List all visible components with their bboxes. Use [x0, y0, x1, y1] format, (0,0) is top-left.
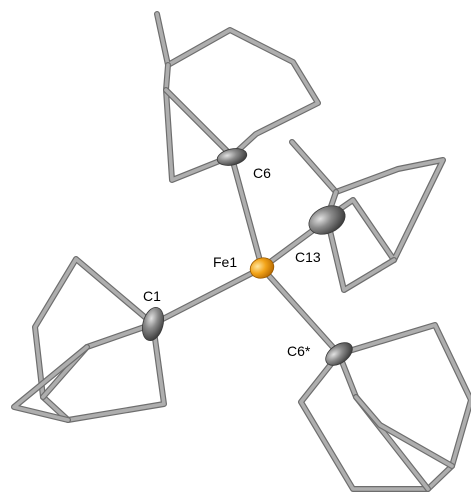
atom-c1	[141, 306, 165, 342]
norbornyl-ligand-bottom	[298, 322, 471, 492]
atom-c6	[216, 148, 248, 166]
atom-c13	[308, 205, 346, 235]
norbornyl-ligand-right	[289, 139, 446, 293]
label-fe1: Fe1	[213, 254, 237, 270]
label-c1: C1	[143, 288, 161, 304]
atom-c6-star	[325, 342, 353, 366]
norbornyl-ligand-left	[11, 256, 167, 423]
label-c6-star: C6*	[287, 343, 311, 359]
label-c13: C13	[295, 249, 321, 265]
norbornyl-ligand-top	[154, 11, 321, 183]
label-c6: C6	[253, 165, 271, 181]
atom-fe1	[249, 257, 275, 279]
